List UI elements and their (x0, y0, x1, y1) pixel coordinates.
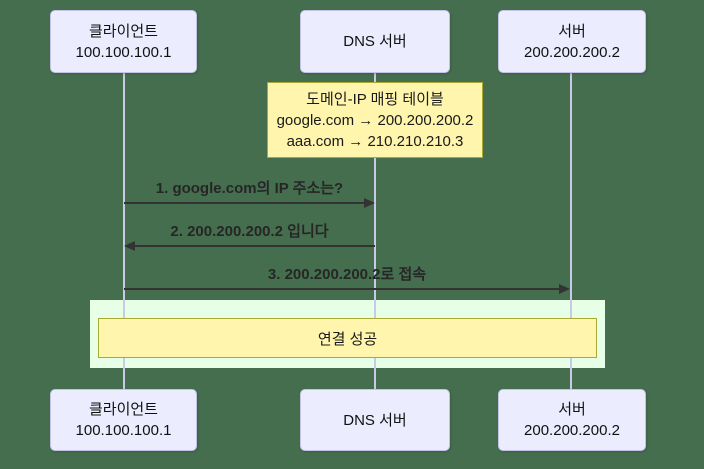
actor-dns-label: DNS 서버 (343, 411, 407, 429)
message-2-arrow-line (132, 245, 375, 247)
actor-client-label: 클라이언트 (88, 401, 158, 418)
actor-dns-server-top: DNS 서버 (300, 10, 450, 73)
message-1-label: 1. google.com의 IP 주소는? (155, 180, 344, 197)
message-2-label: 2. 200.200.200.2 입니다 (170, 223, 329, 240)
actor-server-label: 서버 (558, 22, 586, 40)
actor-server-label: 서버 (558, 401, 586, 418)
message-3-arrow-line (124, 288, 562, 290)
actor-client-label: 클라이언트 (88, 22, 158, 40)
arrowhead-right-icon (364, 198, 375, 208)
note-mapping-row-google: google.com → 200.200.200.2 (276, 111, 474, 129)
lifeline-client (123, 73, 125, 389)
actor-client-top: 클라이언트 100.100.100.1 (50, 10, 197, 73)
lifeline-server (570, 73, 572, 389)
actor-dns-label: DNS 서버 (343, 33, 407, 50)
actor-server-ip: 200.200.200.2 (524, 422, 620, 439)
arrowhead-left-icon (124, 241, 135, 251)
note-mapping-title: 도메인-IP 매핑 테이블 (306, 90, 444, 108)
actor-server-top: 서버 200.200.200.2 (498, 10, 646, 73)
actor-client-bottom: 클라이언트 100.100.100.1 (50, 389, 197, 451)
note-success-label: 연결 성공 (317, 330, 378, 348)
lifeline-dns-server (374, 73, 376, 389)
actor-server-ip: 200.200.200.2 (524, 43, 620, 61)
actor-dns-server-bottom: DNS 서버 (300, 389, 450, 451)
message-3-label: 3. 200.200.200.2로 접속 (267, 266, 427, 283)
arrowhead-right-icon (559, 284, 570, 294)
actor-server-bottom: 서버 200.200.200.2 (498, 389, 646, 451)
note-mapping-row-aaa: aaa.com → 210.210.210.3 (286, 132, 464, 150)
message-1-arrow-line (124, 202, 366, 204)
note-domain-ip-mapping-table: 도메인-IP 매핑 테이블 google.com → 200.200.200.2… (267, 82, 483, 158)
actor-client-ip: 100.100.100.1 (75, 43, 172, 61)
actor-client-ip: 100.100.100.1 (75, 422, 172, 439)
note-connection-success: 연결 성공 (98, 318, 597, 358)
